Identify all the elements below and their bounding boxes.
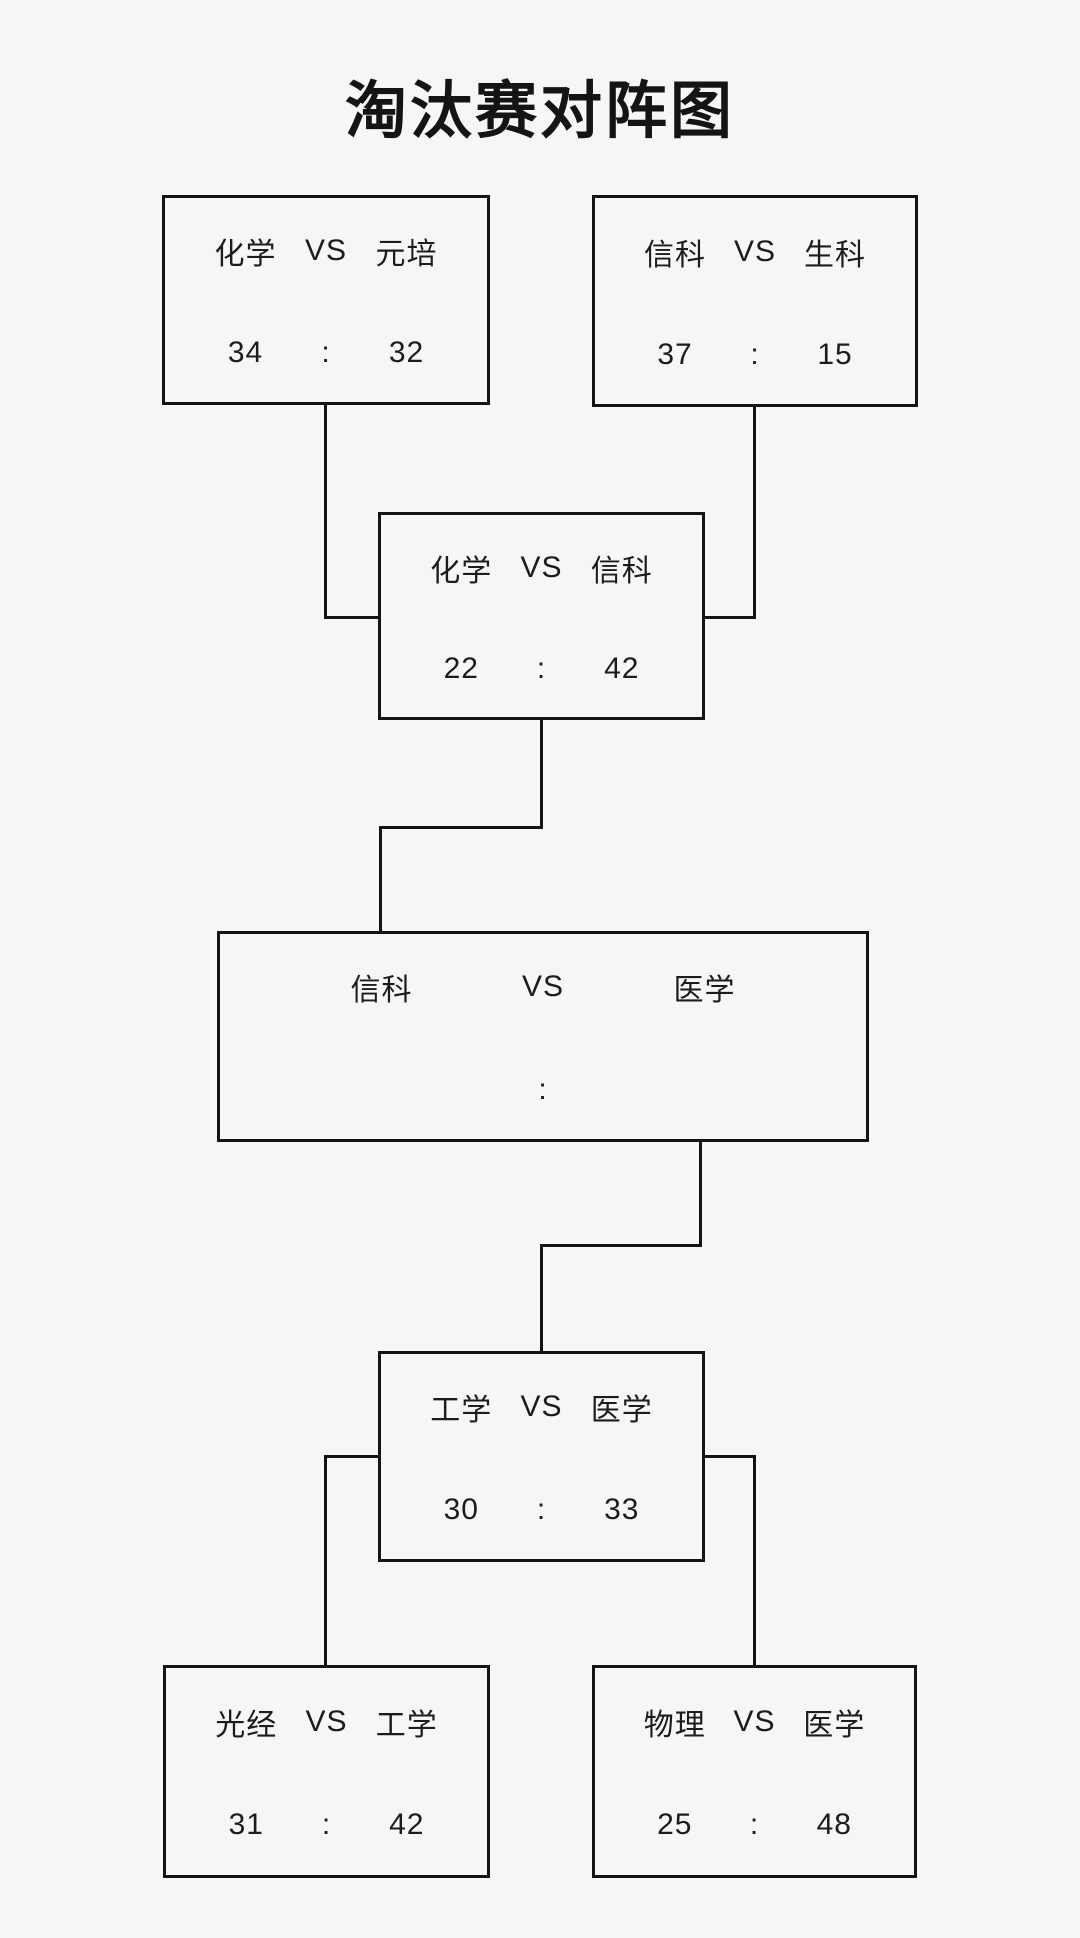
score-colon: : — [321, 1808, 332, 1842]
score-b: 15 — [817, 337, 853, 371]
connector-line — [753, 407, 756, 619]
score-b: 42 — [604, 651, 640, 685]
vs-label: VS — [733, 234, 777, 268]
score-a: 31 — [228, 1808, 264, 1842]
team-b-label: 医学 — [590, 1394, 653, 1428]
match-box-quarterfinal-top-right: 信科 VS 生科 37 : 15 — [592, 195, 918, 407]
team-a-label: 物理 — [643, 1708, 706, 1742]
score-b: 33 — [604, 1492, 640, 1526]
team-a-label: 工学 — [430, 1394, 493, 1428]
team-b-label: 元培 — [375, 238, 438, 272]
score-b: 48 — [816, 1808, 852, 1842]
vs-label: VS — [733, 1704, 776, 1738]
team-b-label: 信科 — [590, 554, 653, 588]
team-a-label: 信科 — [644, 238, 706, 272]
vs-label: VS — [520, 1390, 563, 1424]
vs-label: VS — [304, 234, 348, 268]
team-b-label: 医学 — [803, 1708, 866, 1742]
team-a-label: 化学 — [214, 238, 277, 272]
score-colon: : — [536, 651, 547, 685]
connector-line — [540, 720, 543, 829]
team-a-label: 化学 — [430, 554, 493, 588]
connector-line — [540, 1244, 702, 1247]
match-box-semifinal-bottom: 工学 VS 医学 30 : 33 — [378, 1351, 705, 1562]
match-box-quarterfinal-bottom-right: 物理 VS 医学 25 : 48 — [592, 1665, 917, 1878]
score-a: 37 — [657, 337, 693, 371]
match-box-semifinal-top: 化学 VS 信科 22 : 42 — [378, 512, 705, 720]
connector-line — [753, 1455, 756, 1667]
connector-line — [540, 1244, 543, 1353]
vs-label: VS — [305, 1704, 348, 1738]
match-box-final: 信科 VS 医学 : — [217, 931, 869, 1142]
vs-label: VS — [520, 550, 563, 584]
team-a-label: 光经 — [215, 1708, 278, 1742]
connector-line — [379, 826, 543, 829]
connector-line — [699, 1142, 702, 1247]
match-box-quarterfinal-bottom-left: 光经 VS 工学 31 : 42 — [163, 1665, 490, 1878]
team-b-label: 医学 — [673, 974, 736, 1008]
team-b-label: 工学 — [375, 1708, 438, 1742]
score-colon: : — [321, 336, 331, 370]
score-b: 32 — [388, 336, 425, 370]
vs-label: VS — [521, 970, 565, 1004]
team-b-label: 生科 — [804, 238, 866, 272]
connector-line — [324, 405, 327, 619]
score-a: 22 — [443, 651, 479, 685]
score-colon: : — [536, 1492, 547, 1526]
score-colon: : — [750, 337, 760, 371]
score-b: 42 — [389, 1808, 425, 1842]
connector-line — [324, 1455, 327, 1667]
score-colon: : — [538, 1072, 548, 1106]
match-box-quarterfinal-top-left: 化学 VS 元培 34 : 32 — [162, 195, 490, 405]
team-a-label: 信科 — [350, 974, 413, 1008]
connector-line — [703, 1455, 756, 1458]
score-a: 25 — [657, 1808, 693, 1842]
score-a: 30 — [443, 1492, 479, 1526]
connector-line — [324, 616, 380, 619]
page-title: 淘汰赛对阵图 — [344, 76, 735, 146]
connector-line — [703, 616, 756, 619]
score-a: 34 — [227, 336, 264, 370]
connector-line — [379, 826, 382, 933]
score-colon: : — [749, 1808, 760, 1842]
connector-line — [324, 1455, 380, 1458]
